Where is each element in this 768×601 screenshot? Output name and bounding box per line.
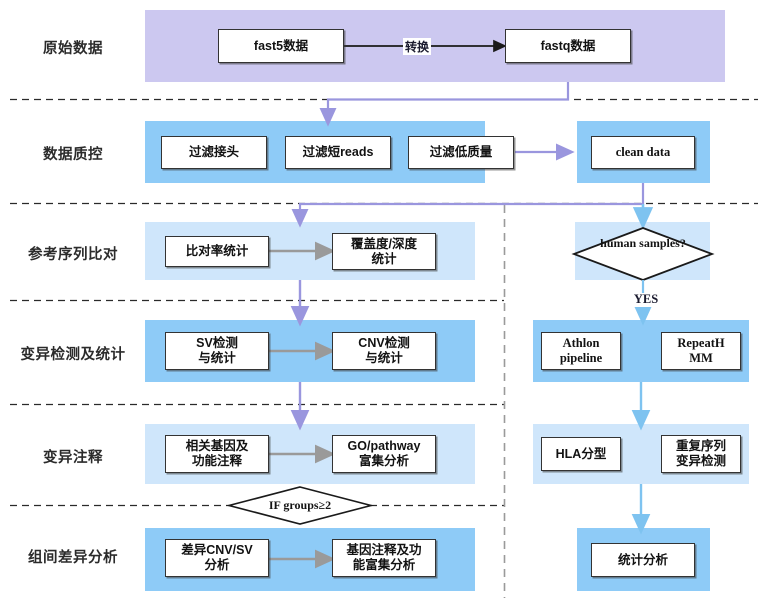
box-coverage[interactable]: 覆盖度/深度 统计 — [332, 233, 436, 270]
box-hla-typing[interactable]: HLA分型 — [541, 437, 621, 471]
box-diff-cnvsv-line-2: 分析 — [204, 558, 230, 572]
box-cnv-detect[interactable]: CNV检测 与统计 — [332, 332, 436, 370]
box-hla-typing-label: HLA分型 — [555, 446, 607, 461]
box-repeat-var-line-1: 重复序列 — [675, 439, 726, 454]
decision-if-groups — [225, 486, 375, 525]
box-diff-enrich-line-2: 能富集分析 — [352, 558, 416, 572]
row-label-annotation: 变异注释 — [43, 450, 103, 466]
box-clean-data-label: clean data — [615, 145, 671, 160]
box-go-pathway-line-2: 富集分析 — [358, 454, 409, 468]
box-stat-analysis[interactable]: 统计分析 — [591, 543, 695, 577]
box-diff-enrich[interactable]: 基因注释及功 能富集分析 — [332, 539, 436, 577]
connector-fastq-to-qc — [319, 82, 570, 127]
box-repeathmm-line-1: RepeatH — [677, 336, 725, 351]
box-athlon[interactable]: Athlon pipeline — [541, 332, 621, 370]
box-repeathmm-line-2: MM — [689, 351, 713, 365]
box-sv-detect-line-1: SV检测 — [196, 336, 238, 351]
box-diff-enrich-line-1: 基因注释及功 — [346, 543, 422, 558]
row-label-raw-data: 原始数据 — [43, 41, 103, 57]
box-cnv-detect-line-1: CNV检测 — [358, 336, 410, 351]
box-fastq[interactable]: fastq数据 — [505, 29, 631, 63]
connector-bus-to-alignment-left — [291, 202, 643, 228]
box-cnv-detect-line-2: 与统计 — [365, 351, 403, 365]
box-coverage-line-2: 统计 — [371, 251, 397, 266]
row-label-qc: 数据质控 — [43, 147, 103, 163]
box-go-pathway[interactable]: GO/pathway 富集分析 — [332, 435, 436, 473]
edge-label-convert: 转换 — [403, 38, 432, 55]
row-label-alignment: 参考序列比对 — [28, 247, 118, 263]
box-gene-annot[interactable]: 相关基因及 功能注释 — [165, 435, 269, 473]
box-filter-adapter[interactable]: 过滤接头 — [161, 136, 267, 169]
box-go-pathway-line-1: GO/pathway — [347, 439, 421, 454]
box-repeat-var-line-2: 变异检测 — [675, 454, 726, 468]
box-filter-lowq[interactable]: 过滤低质量 — [408, 136, 514, 169]
row-label-variant-calling: 变异检测及统计 — [20, 347, 126, 363]
box-map-rate-label: 比对率统计 — [185, 244, 249, 259]
box-athlon-line-1: Athlon — [562, 336, 600, 351]
box-clean-data[interactable]: clean data — [591, 136, 695, 169]
box-filter-lowq-label: 过滤低质量 — [429, 145, 493, 160]
edge-label-yes: YES — [633, 292, 659, 306]
box-repeathmm[interactable]: RepeatH MM — [661, 332, 741, 370]
box-fast5[interactable]: fast5数据 — [218, 29, 344, 63]
row-label-group-diff: 组间差异分析 — [28, 550, 118, 566]
box-filter-adapter-label: 过滤接头 — [188, 145, 239, 160]
box-fastq-label: fastq数据 — [540, 38, 596, 53]
box-repeat-var[interactable]: 重复序列 变异检测 — [661, 435, 741, 473]
box-map-rate[interactable]: 比对率统计 — [165, 236, 269, 267]
box-sv-detect[interactable]: SV检测 与统计 — [165, 332, 269, 370]
box-athlon-line-2: pipeline — [559, 351, 603, 365]
box-filter-short[interactable]: 过滤短reads — [285, 136, 391, 169]
box-coverage-line-1: 覆盖度/深度 — [351, 236, 417, 251]
box-fast5-label: fast5数据 — [253, 38, 309, 53]
box-diff-cnvsv-line-1: 差异CNV/SV — [181, 543, 253, 558]
box-gene-annot-line-1: 相关基因及 — [185, 439, 249, 454]
box-gene-annot-line-2: 功能注释 — [191, 454, 242, 468]
box-filter-short-label: 过滤短reads — [302, 145, 374, 160]
box-diff-cnvsv[interactable]: 差异CNV/SV 分析 — [165, 539, 269, 577]
box-sv-detect-line-2: 与统计 — [198, 351, 236, 365]
box-stat-analysis-label: 统计分析 — [617, 552, 668, 567]
